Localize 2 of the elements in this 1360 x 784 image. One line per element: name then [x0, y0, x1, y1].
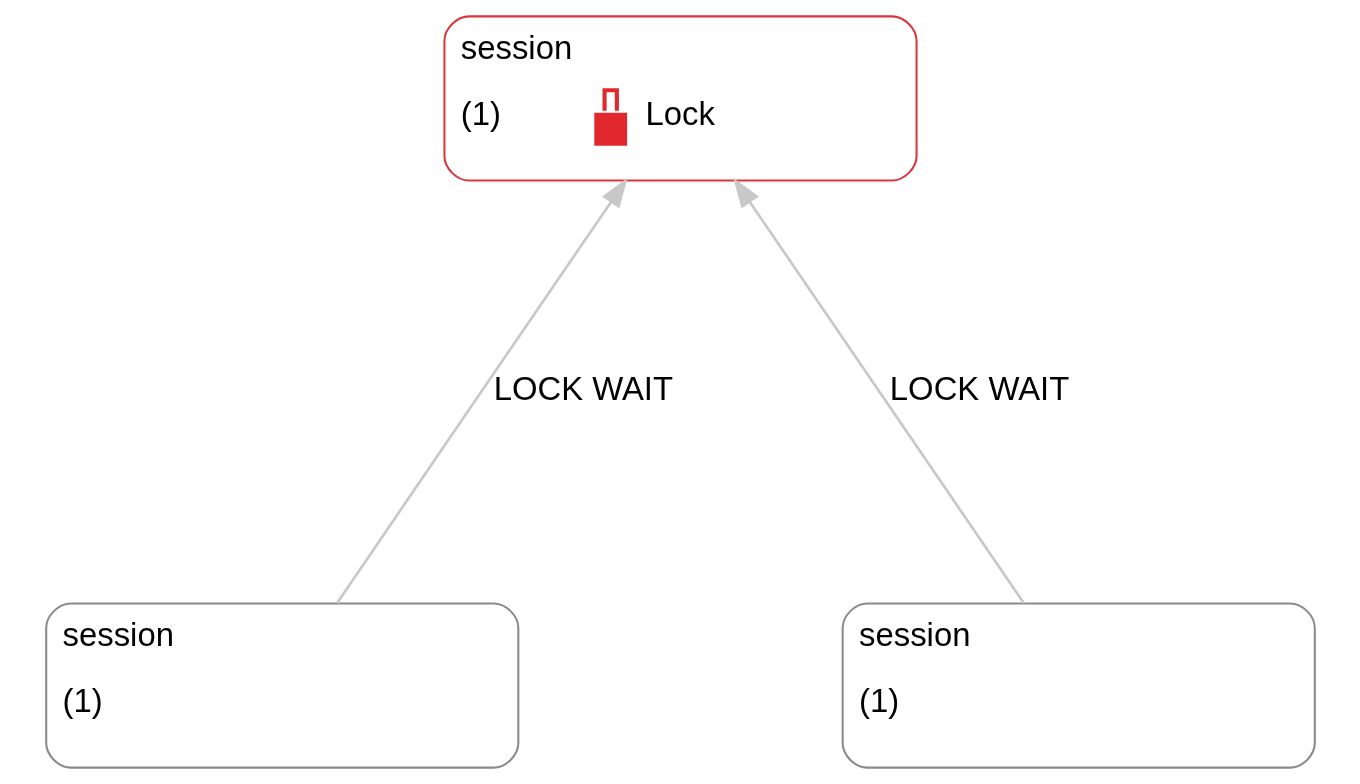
edge-label: LOCK WAIT	[889, 369, 1069, 407]
edge-label: LOCK WAIT	[493, 369, 673, 407]
